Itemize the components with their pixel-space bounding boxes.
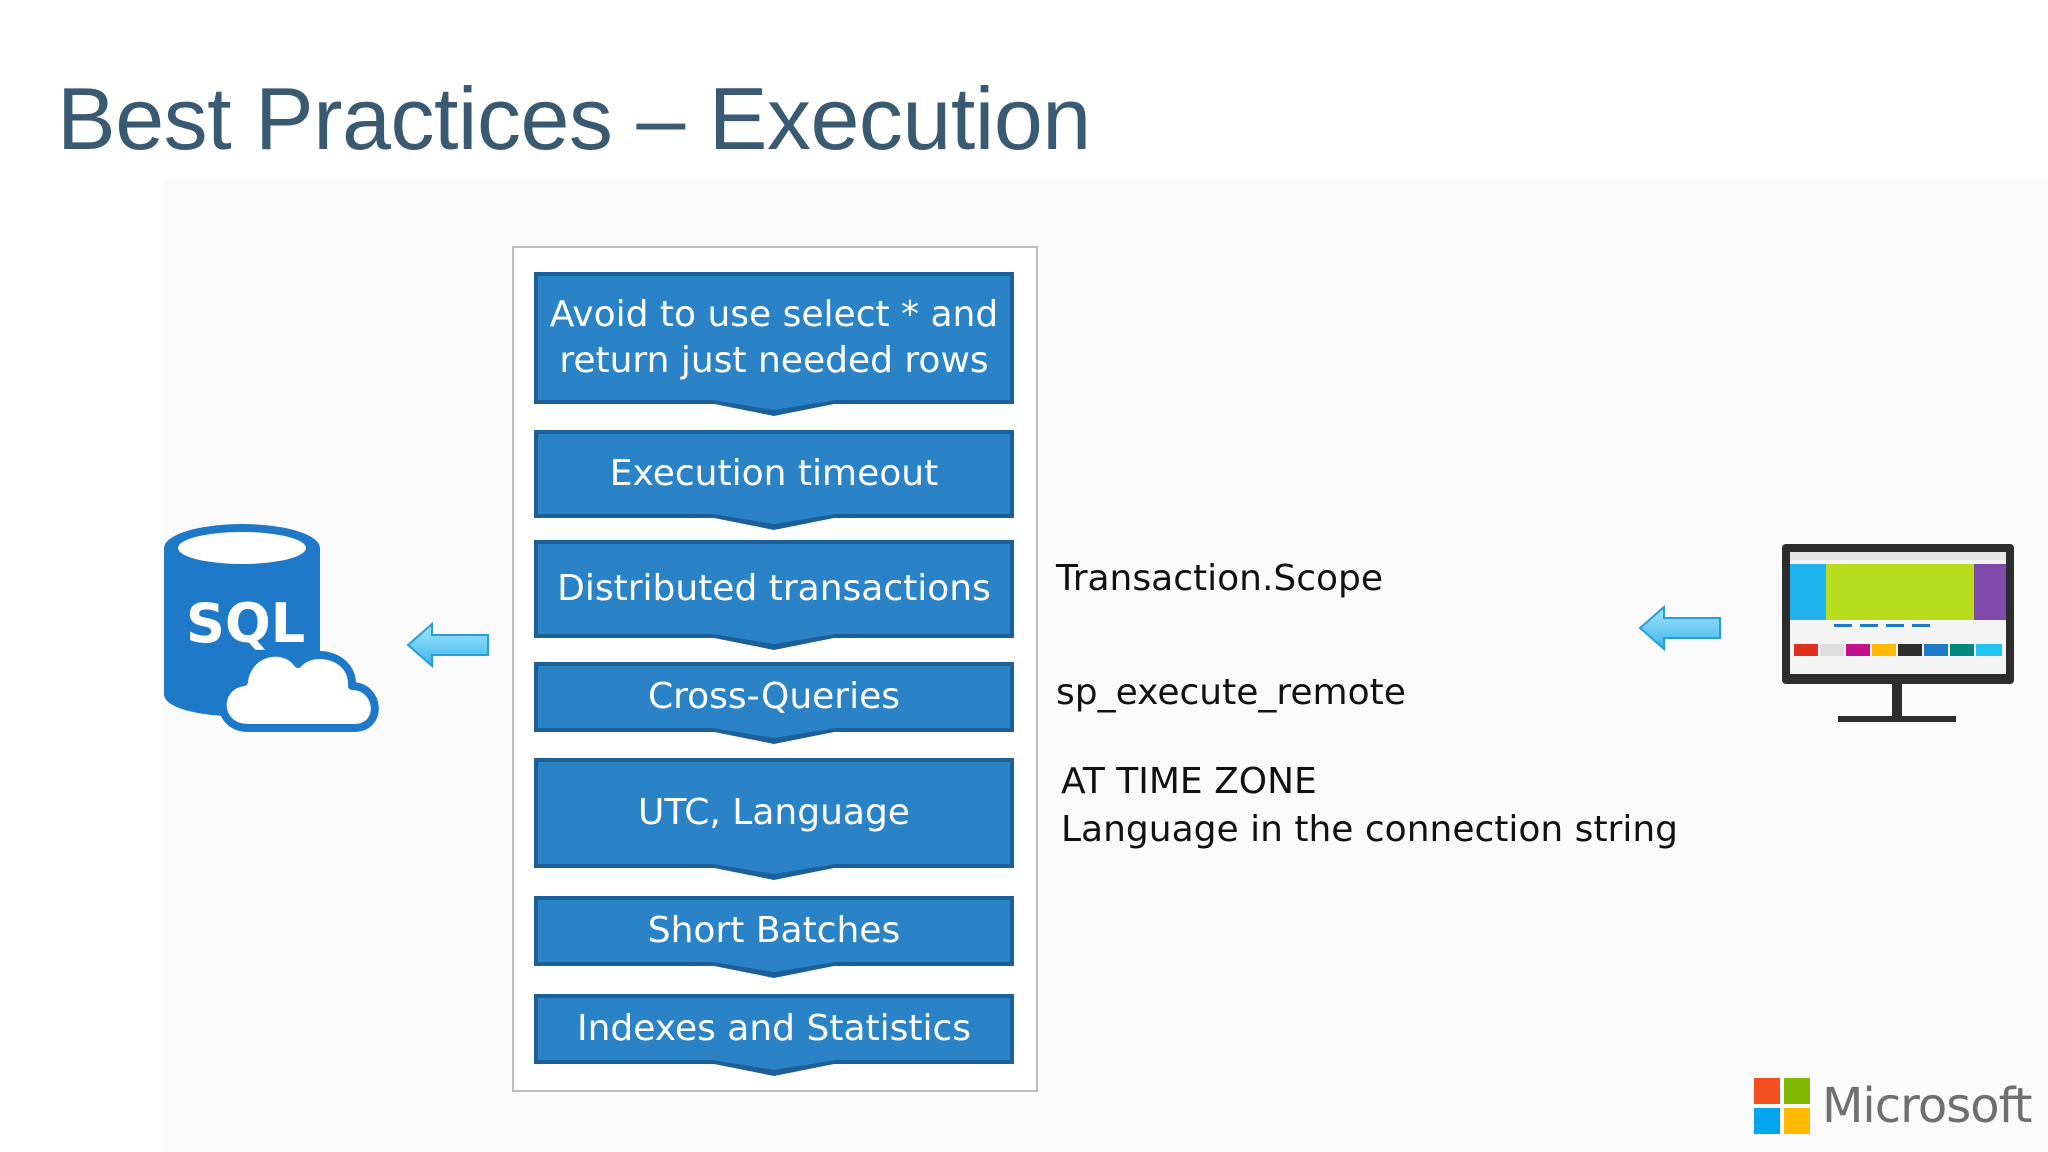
note-sp-execute-remote: sp_execute_remote	[1056, 672, 1406, 713]
note-utc-language: AT TIME ZONE Language in the connection …	[1061, 758, 1678, 854]
microsoft-logo-text: Microsoft	[1822, 1078, 2032, 1134]
step-label: Execution timeout	[609, 453, 939, 494]
sql-label: SQL	[186, 592, 305, 655]
note-transaction-scope: Transaction.Scope	[1056, 558, 1384, 599]
slide-background	[163, 180, 2048, 1152]
arrow-left-icon	[1638, 605, 1721, 651]
step-label: Distributed transactions	[557, 568, 991, 609]
step-cross-queries: Cross-Queries	[534, 662, 1014, 744]
step-label: Short Batches	[647, 910, 901, 951]
step-execution-timeout: Execution timeout	[534, 430, 1014, 530]
step-label-line1: Avoid to use select * and	[549, 294, 999, 335]
step-label: UTC, Language	[638, 792, 910, 833]
step-distributed-transactions: Distributed transactions	[534, 540, 1014, 650]
note-at-time-zone: AT TIME ZONE	[1061, 761, 1317, 802]
step-label: Indexes and Statistics	[576, 1008, 972, 1049]
slide-title: Best Practices – Execution	[57, 69, 1091, 168]
step-label-line2: return just needed rows	[559, 340, 989, 381]
microsoft-logo	[1754, 1078, 1810, 1134]
step-label: Cross-Queries	[648, 676, 900, 717]
step-indexes-statistics: Indexes and Statistics	[534, 994, 1014, 1076]
step-short-batches: Short Batches	[534, 896, 1014, 978]
note-language-connection: Language in the connection string	[1061, 809, 1679, 850]
sql-database-cloud-icon: SQL	[164, 524, 379, 732]
monitor-app-icon	[1782, 544, 2014, 722]
step-utc-language: UTC, Language	[534, 758, 1014, 880]
step-avoid-select-star: Avoid to use select * and return just nee…	[534, 272, 1014, 416]
arrow-left-icon	[406, 622, 489, 668]
